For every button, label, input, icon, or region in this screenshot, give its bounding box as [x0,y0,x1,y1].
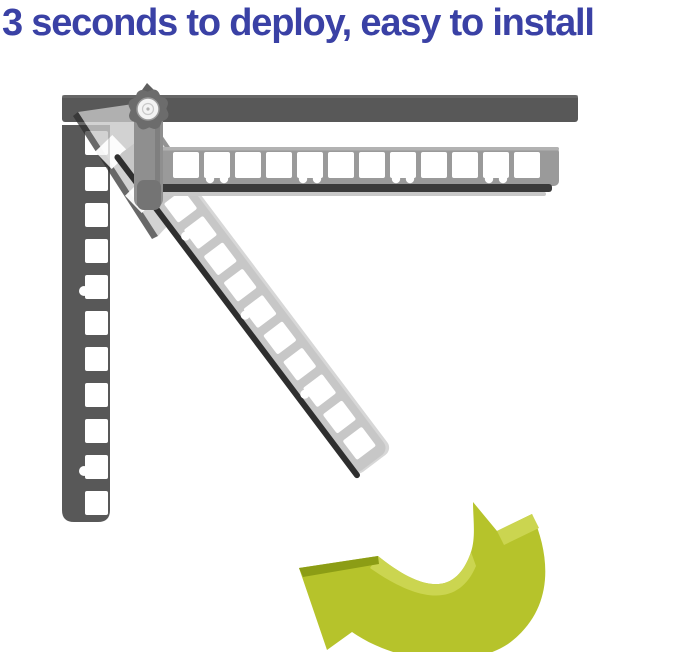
mounting-hole [85,347,108,371]
mounting-hole [297,152,323,178]
mounting-hole [85,311,108,335]
mounting-hole [85,167,108,191]
horizontal-arm-hole-grid [173,152,540,184]
keyhole-notch [219,174,229,184]
page-title: 3 seconds to deploy, easy to install [2,2,595,44]
horizontal-arm-highlight [150,147,559,151]
diagonal-folding-arm [114,133,390,479]
rotate-arrow-body [299,502,546,652]
keyhole-notch [391,174,401,184]
mounting-hole [85,275,108,299]
mounting-hole [421,152,447,178]
mounting-hole [359,152,385,178]
mounting-hole [184,216,217,249]
mounting-hole [85,491,108,515]
mounting-hole [85,203,108,227]
keyhole-notch [405,174,415,184]
mounting-hole [85,239,108,263]
mounting-hole [235,152,261,178]
hinge-lower-link [137,180,161,210]
mounting-hole [452,152,478,178]
rotate-arrow-icon [299,502,546,652]
keyhole-notch [298,174,308,184]
keyhole-notch [205,174,215,184]
mounting-hole [85,455,108,479]
mounting-hole [483,152,509,178]
top-bar-body [62,95,578,122]
wall-bracket-top-bar [62,95,578,122]
keyhole-notch [498,174,508,184]
rotate-arrow-tail-highlight [497,514,539,545]
mounting-hole [164,190,197,223]
mounting-hole [390,152,416,178]
mounting-hole [283,348,316,381]
keyhole-notch [312,174,322,184]
mounting-hole [323,400,356,433]
bolt-center [146,107,150,111]
keyhole-notch [484,174,494,184]
mounting-hole [263,321,296,354]
keyhole-notch [79,466,89,476]
mounting-hole [514,152,540,178]
wall-bracket-vertical-bar [62,125,110,522]
keyhole-notch [240,310,250,320]
mounting-hole [224,269,257,302]
mounting-hole [85,383,108,407]
mounting-hole [343,427,376,460]
deployed-horizontal-arm [150,147,559,196]
mounting-hole [328,152,354,178]
diagonal-arm-hole-grid [144,163,376,460]
mounting-hole [173,152,199,178]
mounting-hole [85,419,108,443]
mounting-hole [204,152,230,178]
horizontal-arm-shadow-strip [150,184,552,192]
rotate-arrow-inner-highlight [370,552,476,596]
diagonal-arm-shadow-edge [114,154,360,479]
horizontal-arm-underside [150,192,546,196]
top-bar-highlight [62,95,578,98]
mounting-hole [204,242,237,275]
keyhole-notch [300,389,310,399]
bolt-ring [141,102,155,116]
mounting-hole [266,152,292,178]
rotate-arrow-head-shade [299,556,379,577]
keyhole-notch [79,286,89,296]
pivot-bolt-icon [128,83,169,130]
keyhole-notch [181,231,191,241]
mounting-hole [303,374,336,407]
mounting-hole [244,295,277,328]
